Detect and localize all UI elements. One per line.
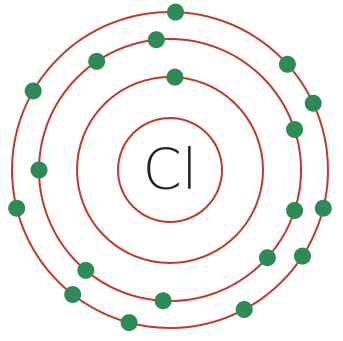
electron	[166, 69, 183, 86]
electron	[88, 53, 105, 70]
electron	[167, 4, 184, 21]
electron	[155, 292, 172, 309]
electron	[77, 262, 94, 279]
electron	[286, 202, 303, 219]
electron	[31, 162, 48, 179]
electron	[305, 95, 322, 112]
electron	[8, 200, 25, 217]
element-symbol: Cl	[143, 138, 198, 203]
electron	[286, 121, 303, 138]
electron	[315, 200, 332, 217]
electron	[279, 56, 296, 73]
electron	[64, 286, 81, 303]
electron	[236, 301, 253, 318]
electron	[259, 249, 276, 266]
electron	[121, 314, 138, 331]
electron	[148, 31, 165, 48]
electron	[25, 83, 42, 100]
electron	[294, 248, 311, 265]
